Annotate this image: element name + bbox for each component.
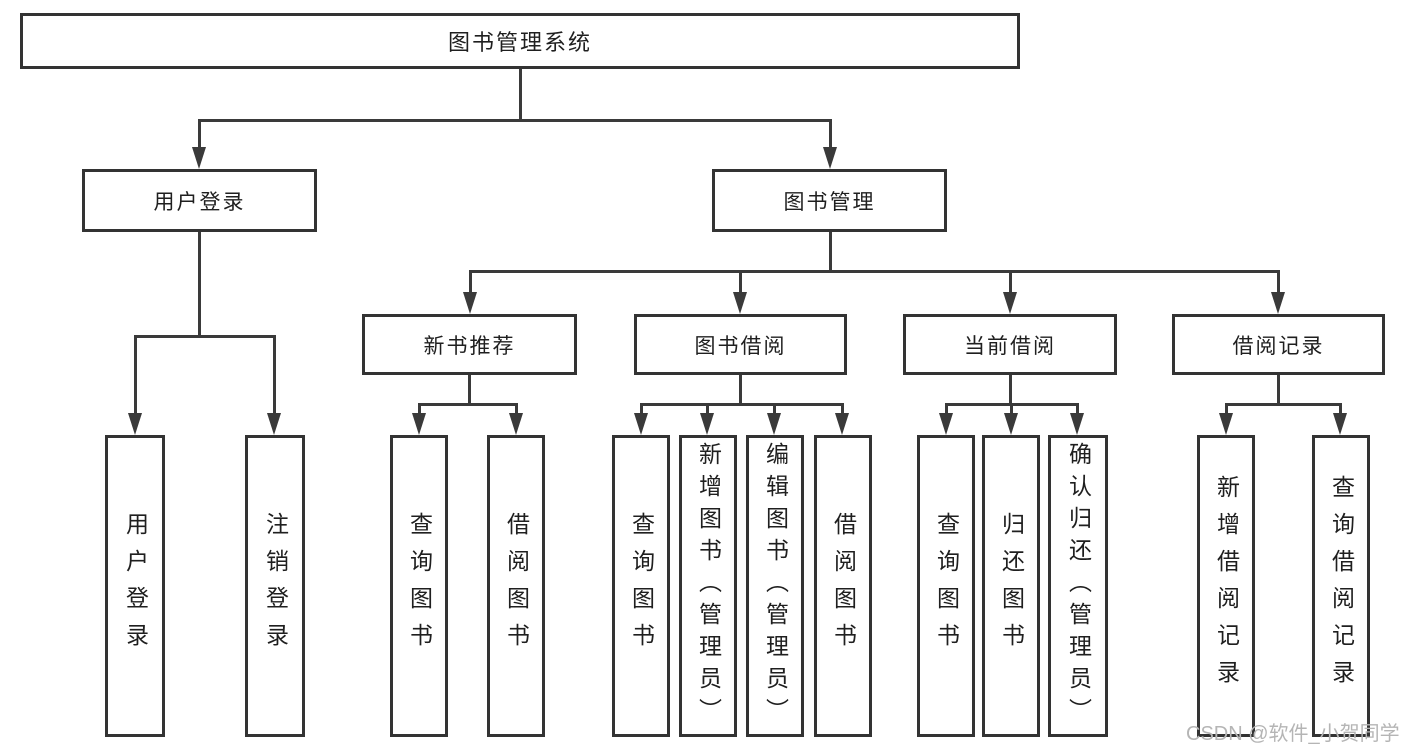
node-label: 图书管理系统 bbox=[447, 30, 592, 55]
leaf-add-books-admin: 新增图书（管理员） bbox=[679, 435, 737, 737]
leaf-query-books: 查询图书 bbox=[612, 435, 670, 737]
connector-line bbox=[515, 403, 518, 417]
connector-line bbox=[706, 403, 709, 417]
leaf-edit-books-admin: 编辑图书（管理员） bbox=[746, 435, 804, 737]
node-label: 图书管理 bbox=[783, 190, 876, 214]
arrow-down-icon bbox=[1003, 292, 1017, 314]
leaf-user-login: 用户登录 bbox=[105, 435, 165, 737]
connector-line bbox=[1009, 270, 1012, 294]
connector-line bbox=[1010, 403, 1013, 417]
node-label: 编辑图书（管理员） bbox=[762, 442, 789, 730]
leaf-query-borrow-record: 查询借阅记录 bbox=[1312, 435, 1370, 737]
node-borrowing-records: 借阅记录 bbox=[1172, 314, 1385, 375]
arrow-down-icon bbox=[267, 413, 281, 435]
connector-line bbox=[469, 270, 1280, 273]
arrow-down-icon bbox=[767, 413, 781, 435]
node-label: 注销登录 bbox=[262, 512, 289, 660]
arrow-down-icon bbox=[463, 292, 477, 314]
connector-line bbox=[829, 119, 832, 151]
arrow-down-icon bbox=[835, 413, 849, 435]
connector-line bbox=[469, 270, 472, 294]
arrow-down-icon bbox=[1070, 413, 1084, 435]
leaf-borrow-books: 借阅图书 bbox=[814, 435, 872, 737]
node-label: 借阅图书 bbox=[830, 512, 857, 660]
connector-line bbox=[134, 335, 137, 417]
connector-line bbox=[198, 232, 201, 338]
node-label: 查询图书 bbox=[406, 512, 433, 660]
node-label: 图书借阅 bbox=[694, 334, 787, 358]
connector-line bbox=[1076, 403, 1079, 417]
connector-line bbox=[739, 270, 742, 294]
connector-line bbox=[418, 403, 421, 417]
connector-line bbox=[773, 403, 776, 417]
arrow-down-icon bbox=[634, 413, 648, 435]
connector-line bbox=[1009, 375, 1012, 406]
connector-line bbox=[519, 69, 522, 122]
arrow-down-icon bbox=[1004, 413, 1018, 435]
arrow-down-icon bbox=[733, 292, 747, 314]
arrow-down-icon bbox=[700, 413, 714, 435]
leaf-confirm-return-admin: 确认归还（管理员） bbox=[1048, 435, 1108, 737]
node-new-book-recommendation: 新书推荐 bbox=[362, 314, 577, 375]
node-label: 新书推荐 bbox=[423, 334, 516, 358]
node-label: 用户登录 bbox=[122, 512, 149, 660]
node-label: 新增图书（管理员） bbox=[695, 442, 722, 730]
node-label: 当前借阅 bbox=[964, 334, 1056, 358]
connector-line bbox=[198, 119, 832, 122]
arrow-down-icon bbox=[1271, 292, 1285, 314]
node-book-borrowing: 图书借阅 bbox=[634, 314, 847, 375]
node-label: 查询借阅记录 bbox=[1328, 475, 1355, 697]
connector-line bbox=[198, 119, 201, 151]
node-label: 借阅记录 bbox=[1232, 334, 1325, 358]
leaf-query-books: 查询图书 bbox=[917, 435, 975, 737]
leaf-borrow-books: 借阅图书 bbox=[487, 435, 545, 737]
connector-line bbox=[640, 403, 844, 406]
leaf-logout-login: 注销登录 bbox=[245, 435, 305, 737]
leaf-query-books: 查询图书 bbox=[390, 435, 448, 737]
arrow-down-icon bbox=[128, 413, 142, 435]
connector-line bbox=[1225, 403, 1228, 417]
node-label: 查询图书 bbox=[933, 512, 960, 660]
connector-line bbox=[829, 232, 832, 273]
leaf-add-borrow-record: 新增借阅记录 bbox=[1197, 435, 1255, 737]
node-label: 查询图书 bbox=[628, 512, 655, 660]
connector-line bbox=[418, 403, 518, 406]
node-label: 确认归还（管理员） bbox=[1065, 442, 1092, 730]
arrow-down-icon bbox=[1219, 413, 1233, 435]
connector-line bbox=[945, 403, 948, 417]
connector-line bbox=[1225, 403, 1342, 406]
node-book-management: 图书管理 bbox=[712, 169, 947, 232]
node-label: 归还图书 bbox=[998, 512, 1025, 660]
connector-line bbox=[1277, 270, 1280, 294]
connector-line bbox=[640, 403, 643, 417]
watermark: CSDN @软件_小贺同学 bbox=[1186, 723, 1400, 745]
node-label: 借阅图书 bbox=[503, 512, 530, 660]
node-user-login: 用户登录 bbox=[82, 169, 317, 232]
arrow-down-icon bbox=[1333, 413, 1347, 435]
node-label: 用户登录 bbox=[153, 190, 246, 214]
connector-line bbox=[739, 375, 742, 406]
arrow-down-icon bbox=[939, 413, 953, 435]
connector-line bbox=[1277, 375, 1280, 406]
connector-line bbox=[1339, 403, 1342, 417]
node-label: 新增借阅记录 bbox=[1213, 475, 1240, 697]
connector-line bbox=[841, 403, 844, 417]
connector-line bbox=[468, 375, 471, 406]
node-library-management-system: 图书管理系统 bbox=[20, 13, 1020, 69]
connector-line bbox=[134, 335, 276, 338]
node-current-borrowing: 当前借阅 bbox=[903, 314, 1117, 375]
arrow-down-icon bbox=[192, 147, 206, 169]
arrow-down-icon bbox=[412, 413, 426, 435]
arrow-down-icon bbox=[509, 413, 523, 435]
arrow-down-icon bbox=[823, 147, 837, 169]
leaf-return-books: 归还图书 bbox=[982, 435, 1040, 737]
connector-line bbox=[273, 335, 276, 417]
